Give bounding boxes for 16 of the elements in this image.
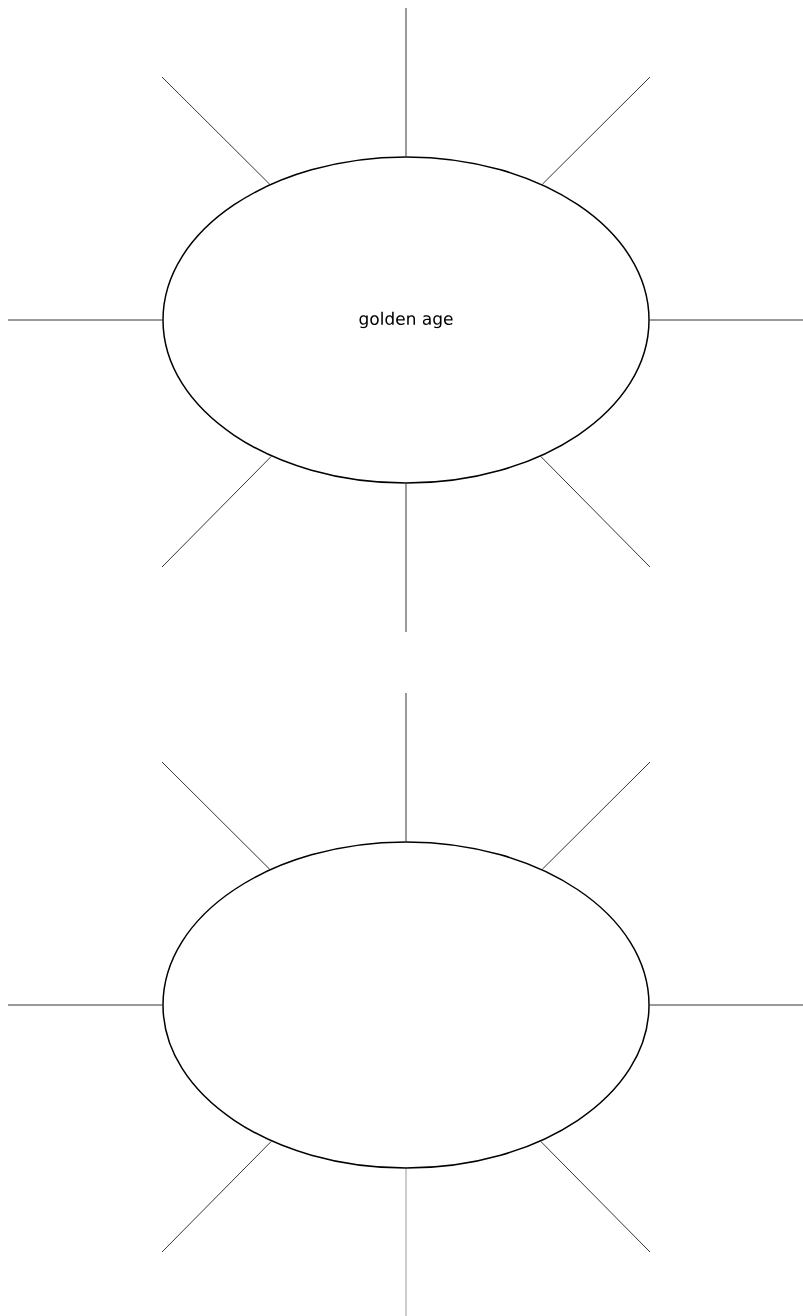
spoke-line [405,7,407,157]
spoke-line [541,761,651,870]
spoke-line [540,456,651,568]
spoke-line [7,319,163,321]
spoke-line [649,319,803,321]
spoke-line [541,76,651,185]
spoke-line [405,483,407,633]
spoke-line [161,1141,272,1253]
spoke-line [161,456,272,568]
spoke-line [161,761,271,870]
spoke-line [649,1004,803,1006]
spoke-line [161,76,271,185]
spoke-line [540,1141,651,1253]
empty-ellipse [162,841,650,1169]
spoke-line [405,692,407,842]
spoke-line [7,1004,163,1006]
